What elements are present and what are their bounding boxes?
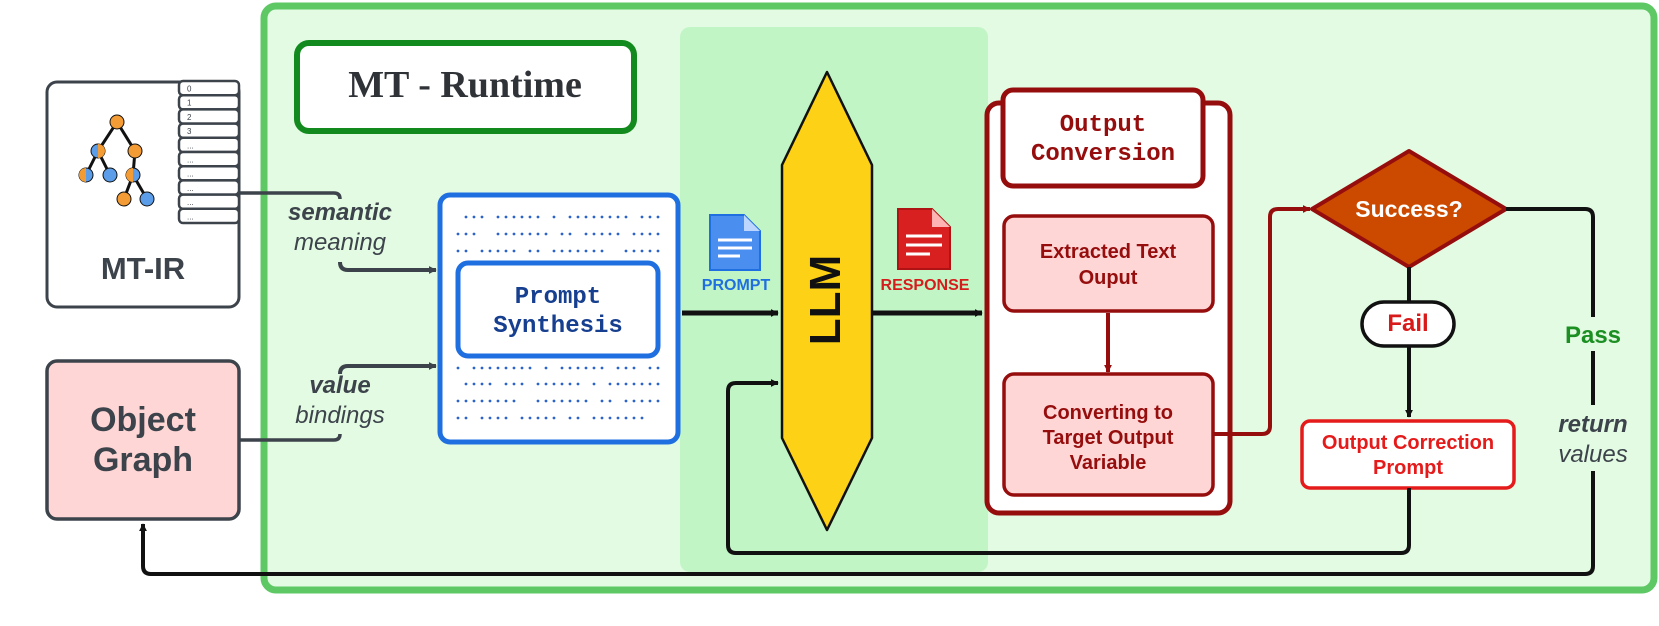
return-label: return (1558, 411, 1627, 438)
semantic-label: semantic (288, 199, 392, 226)
bindings-label: bindings (295, 402, 384, 429)
prompt-synthesis-line2: Synthesis (493, 313, 623, 340)
ir-stack-label: 1 (187, 99, 192, 108)
ir-stack: 0 1 2 3.................. (177, 79, 241, 225)
converting-line3: Variable (1070, 452, 1147, 474)
value-label: value (309, 372, 370, 399)
extracted-line2: Ouput (1079, 267, 1138, 289)
extracted-text-box (1002, 214, 1215, 313)
llm-label: LLM (801, 255, 850, 345)
value-connector (239, 433, 342, 442)
runtime-title: MT - Runtime (348, 64, 582, 106)
output-conversion-title-line2: Conversion (1031, 141, 1175, 168)
pass-return-arrow (139, 207, 1595, 576)
ir-stack-label: ... (187, 170, 194, 179)
semantic-connector (239, 191, 342, 200)
prompt-doc-label: PROMPT (702, 277, 771, 294)
prompt-document-icon (709, 214, 761, 271)
ir-stack-label: ... (187, 141, 194, 150)
prompt-synthesis-inner (455, 260, 661, 359)
pass-label: Pass (1565, 322, 1621, 349)
pass-label-bg (1560, 317, 1626, 351)
values-label: values (1558, 441, 1627, 468)
runtime-title-box (294, 40, 637, 134)
correction-feedback-arrow (726, 379, 1411, 555)
return-label-bg (1553, 405, 1633, 471)
ir-stack-label: ... (187, 198, 194, 207)
meaning-label: meaning (294, 229, 387, 256)
value-arrow (338, 362, 437, 375)
success-label: Success? (1355, 196, 1462, 222)
ir-stack-label: ... (187, 212, 194, 221)
tree-icon (78, 114, 155, 207)
ir-stack-label: ... (187, 184, 194, 193)
response-doc-label: RESPONSE (881, 277, 970, 294)
converting-line2: Target Output (1043, 427, 1174, 449)
output-conversion-title-box (1000, 87, 1206, 189)
ir-stack-label: 3 (187, 127, 192, 136)
correction-line2: Prompt (1373, 457, 1443, 479)
mtir-label: MT-IR (101, 251, 185, 286)
output-conversion-title-line1: Output (1060, 112, 1146, 139)
object-graph-line1: Object (90, 401, 196, 439)
ir-stack-label: 0 (187, 85, 192, 94)
fail-label: Fail (1387, 310, 1428, 337)
llm-shape (780, 70, 874, 532)
converting-line1: Converting to (1043, 402, 1173, 424)
object-graph-line2: Graph (93, 441, 193, 479)
extracted-line1: Extracted Text (1040, 241, 1177, 263)
ir-stack-label: 2 (187, 113, 192, 122)
ir-stack-label: ... (187, 156, 194, 165)
prompt-dot-texture (456, 215, 660, 420)
semantic-arrow (338, 261, 437, 274)
object-graph-box (45, 359, 241, 521)
ir-stack-cell (177, 207, 241, 225)
convert-to-decision-arrow (1213, 205, 1311, 436)
correction-line1: Output Correction (1322, 432, 1494, 454)
response-document-icon (897, 208, 951, 270)
prompt-synthesis-line1: Prompt (515, 284, 601, 311)
